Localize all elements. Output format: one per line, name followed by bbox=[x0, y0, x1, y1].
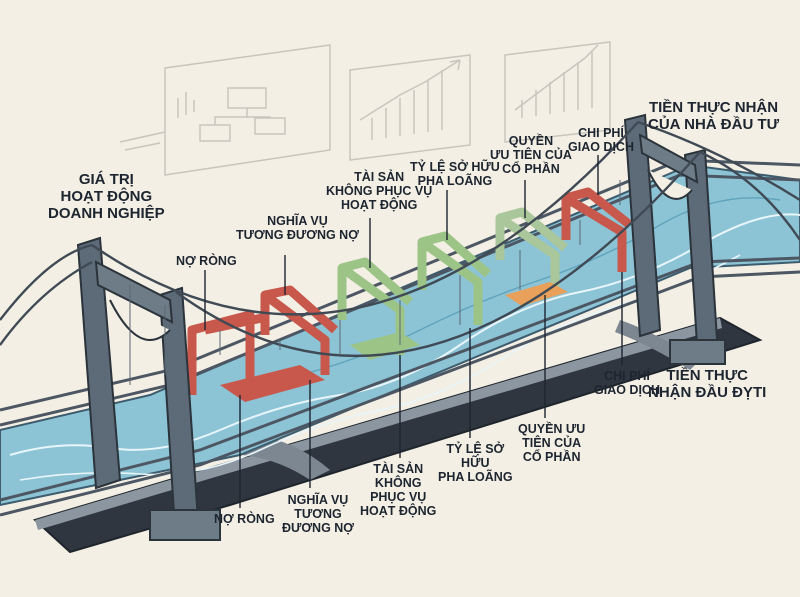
label-top-no-rong: NỢ RÒNG bbox=[176, 254, 237, 268]
gate-quyen bbox=[495, 207, 568, 295]
label-gia-tri-hoat-dong: GIÁ TRỊ HOẠT ĐỘNG DOANH NGHIỆP bbox=[48, 171, 165, 222]
background-sketches bbox=[119, 41, 611, 176]
gate-no-rong bbox=[187, 310, 263, 395]
label-bottom-no-rong: NỢ RÒNG bbox=[214, 512, 275, 526]
label-top-tai-san: TÀI SẢN KHÔNG PHỤC VỤ HOẠT ĐỘNG bbox=[326, 170, 433, 212]
gate-chi-phi bbox=[561, 187, 633, 272]
gate-nghia-vu bbox=[260, 285, 338, 375]
leader-lines bbox=[204, 155, 623, 508]
suspension-cables bbox=[0, 120, 800, 357]
hanger-cables bbox=[129, 180, 621, 385]
label-bottom-nghia-vu: NGHĨA VỤ TƯƠNG ĐƯƠNG NỢ bbox=[282, 493, 354, 535]
label-bottom-chi-phi: CHI PHÍ GIAO DỊCH bbox=[594, 369, 660, 397]
label-top-quyen: QUYỀN ƯU TIÊN CỦA CỔ PHẦN bbox=[490, 134, 572, 176]
label-bottom-ty-le: TỶ LỆ SỞ HỮU PHA LOÃNG bbox=[438, 442, 513, 484]
label-bottom-tai-san: TÀI SẢN KHÔNG PHỤC VỤ HOẠT ĐỘNG bbox=[360, 462, 437, 518]
label-tien-thuc-nhan-top: TIỀN THỰC NHẬN CỦA NHÀ ĐẦU TƯ bbox=[648, 99, 780, 133]
label-top-ty-le: TỶ LỆ SỞ HỮU PHA LOÃNG bbox=[410, 160, 500, 188]
label-tien-thuc-nhan-bottom: TIỀN THỰC NHẬN ĐẦU ĐỴTI bbox=[648, 367, 767, 401]
label-top-nghia-vu: NGHĨA VỤ TƯƠNG ĐƯƠNG NỢ bbox=[236, 214, 359, 242]
floor-patch-green bbox=[350, 332, 420, 360]
right-tower bbox=[623, 113, 726, 365]
left-tower bbox=[76, 236, 221, 541]
label-top-chi-phi: CHI PHÍ GIAO DỊCH bbox=[568, 126, 634, 154]
label-bottom-quyen: QUYỀN ƯU TIÊN CỦA CỔ PHẦN bbox=[518, 422, 586, 464]
floor-patch-red bbox=[220, 365, 325, 402]
